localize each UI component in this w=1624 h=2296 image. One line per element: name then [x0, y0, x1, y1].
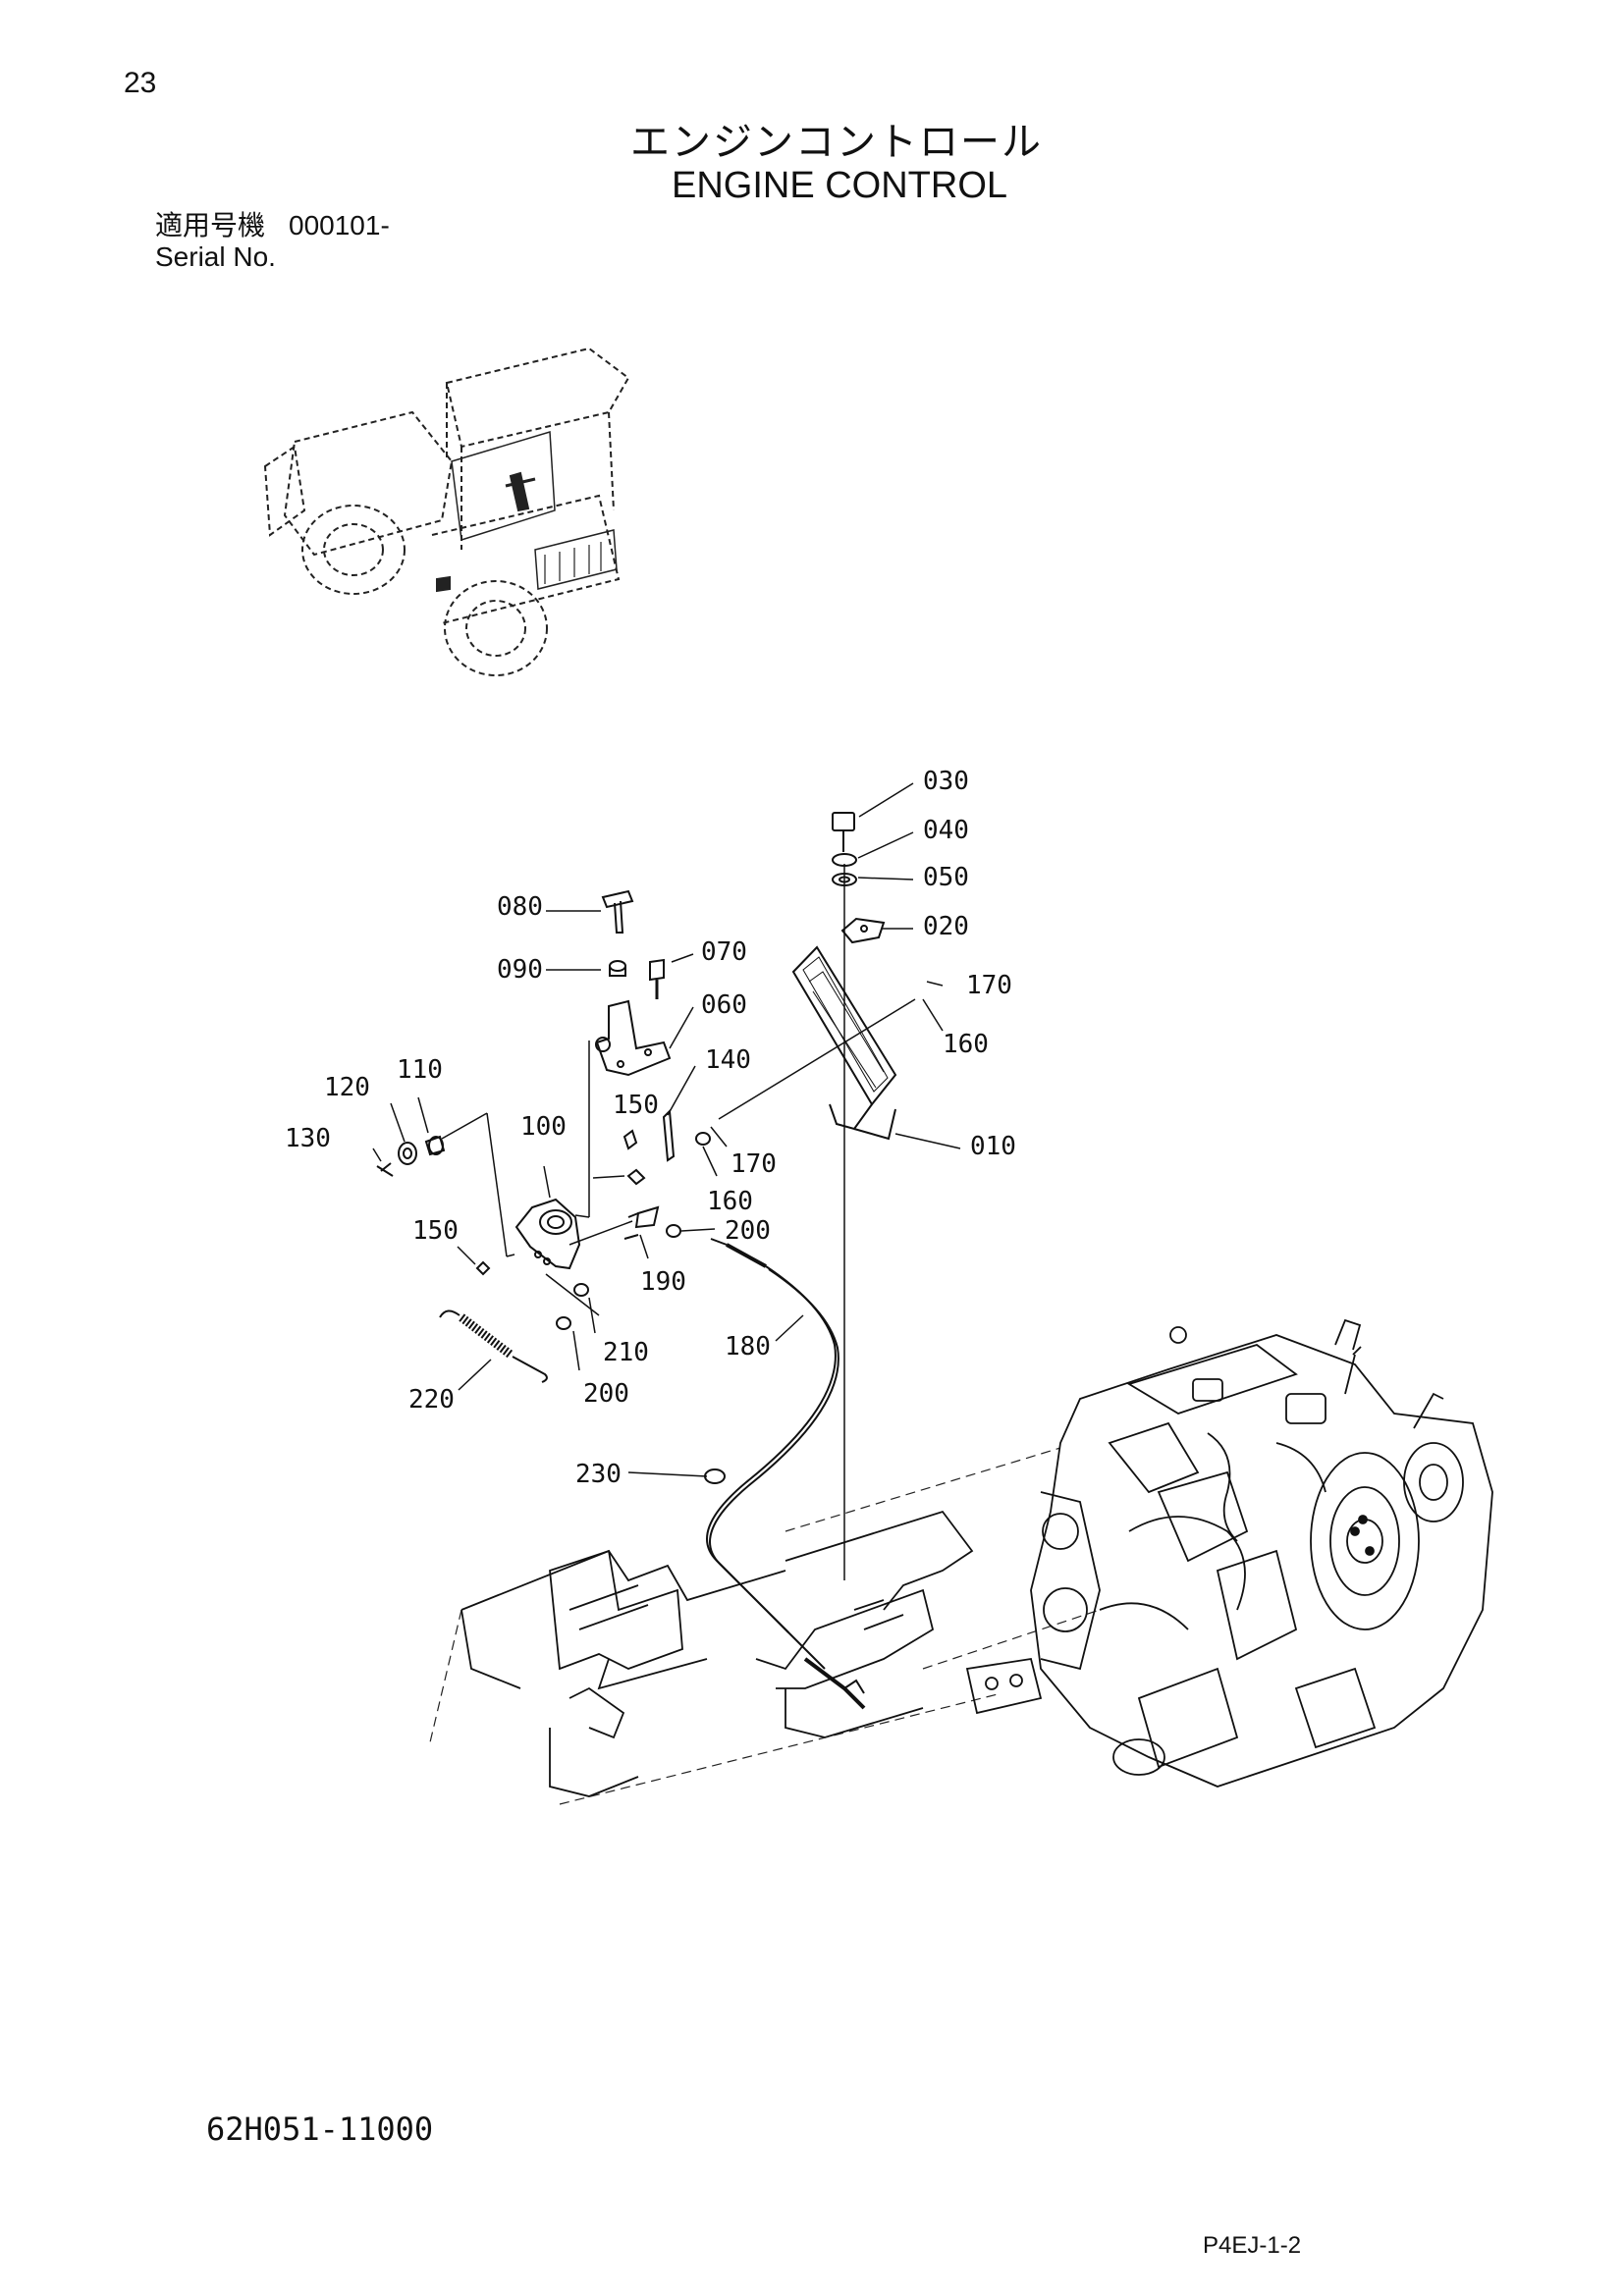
part-label-070: 070 — [701, 937, 747, 967]
serial-label: Serial No. — [155, 241, 276, 272]
part-label-180: 180 — [725, 1332, 771, 1362]
serial-label-japanese: 適用号機 000101- — [155, 204, 390, 243]
part-label-030: 030 — [923, 767, 969, 796]
frame-dash-lines — [429, 1447, 1101, 1805]
part-label-170-left: 170 — [731, 1149, 777, 1179]
part-label-210: 210 — [603, 1338, 649, 1367]
part-label-160-right: 160 — [943, 1030, 989, 1059]
sheet-code: P4EJ-1-2 — [1203, 2232, 1302, 2259]
part-label-230: 230 — [575, 1460, 622, 1489]
part-label-160-left: 160 — [707, 1187, 753, 1216]
part-label-020: 020 — [923, 912, 969, 941]
part-label-150-upper: 150 — [613, 1091, 659, 1120]
return-spring — [439, 1309, 548, 1383]
drawing-code: 62H051-11000 — [206, 2110, 434, 2148]
part-label-200-upper: 200 — [725, 1216, 771, 1246]
part-label-040: 040 — [923, 816, 969, 845]
part-label-010: 010 — [970, 1132, 1016, 1161]
loader-locator-illustration — [263, 347, 630, 676]
engine-illustration — [965, 1318, 1493, 1788]
part-label-090: 090 — [497, 955, 543, 985]
part-label-220: 220 — [408, 1385, 455, 1415]
part-label-060: 060 — [701, 990, 747, 1020]
part-label-150-lower: 150 — [412, 1216, 459, 1246]
page-title: ENGINE CONTROL — [671, 165, 1008, 206]
part-label-110: 110 — [397, 1055, 443, 1085]
part-label-080: 080 — [497, 892, 543, 922]
part-label-200-lower: 200 — [583, 1379, 629, 1409]
lever-assembly — [376, 1108, 711, 1330]
page-title-japanese: エンジンコントロール — [630, 120, 1043, 165]
part-label-140: 140 — [705, 1045, 751, 1075]
throttle-cable — [704, 1238, 866, 1710]
part-label-170-right: 170 — [966, 971, 1012, 1000]
part-label-120: 120 — [324, 1073, 370, 1102]
page-number: 23 — [124, 67, 157, 99]
part-label-130: 130 — [285, 1124, 331, 1153]
part-labels: 030 040 050 020 170 160 010 080 090 070 … — [285, 767, 1016, 1489]
part-label-190: 190 — [640, 1267, 686, 1297]
serial-label-ja-text: 適用号機 — [155, 209, 266, 241]
part-label-100: 100 — [520, 1112, 567, 1142]
serial-number-value: 000101- — [289, 210, 390, 240]
leader-lines — [372, 782, 961, 1477]
pedal-mount-hardware — [832, 812, 886, 1580]
accelerator-pedal — [791, 945, 897, 1141]
machine-frame — [460, 1510, 974, 1797]
part-label-050: 050 — [923, 863, 969, 892]
bracket-assembly — [595, 889, 672, 1077]
